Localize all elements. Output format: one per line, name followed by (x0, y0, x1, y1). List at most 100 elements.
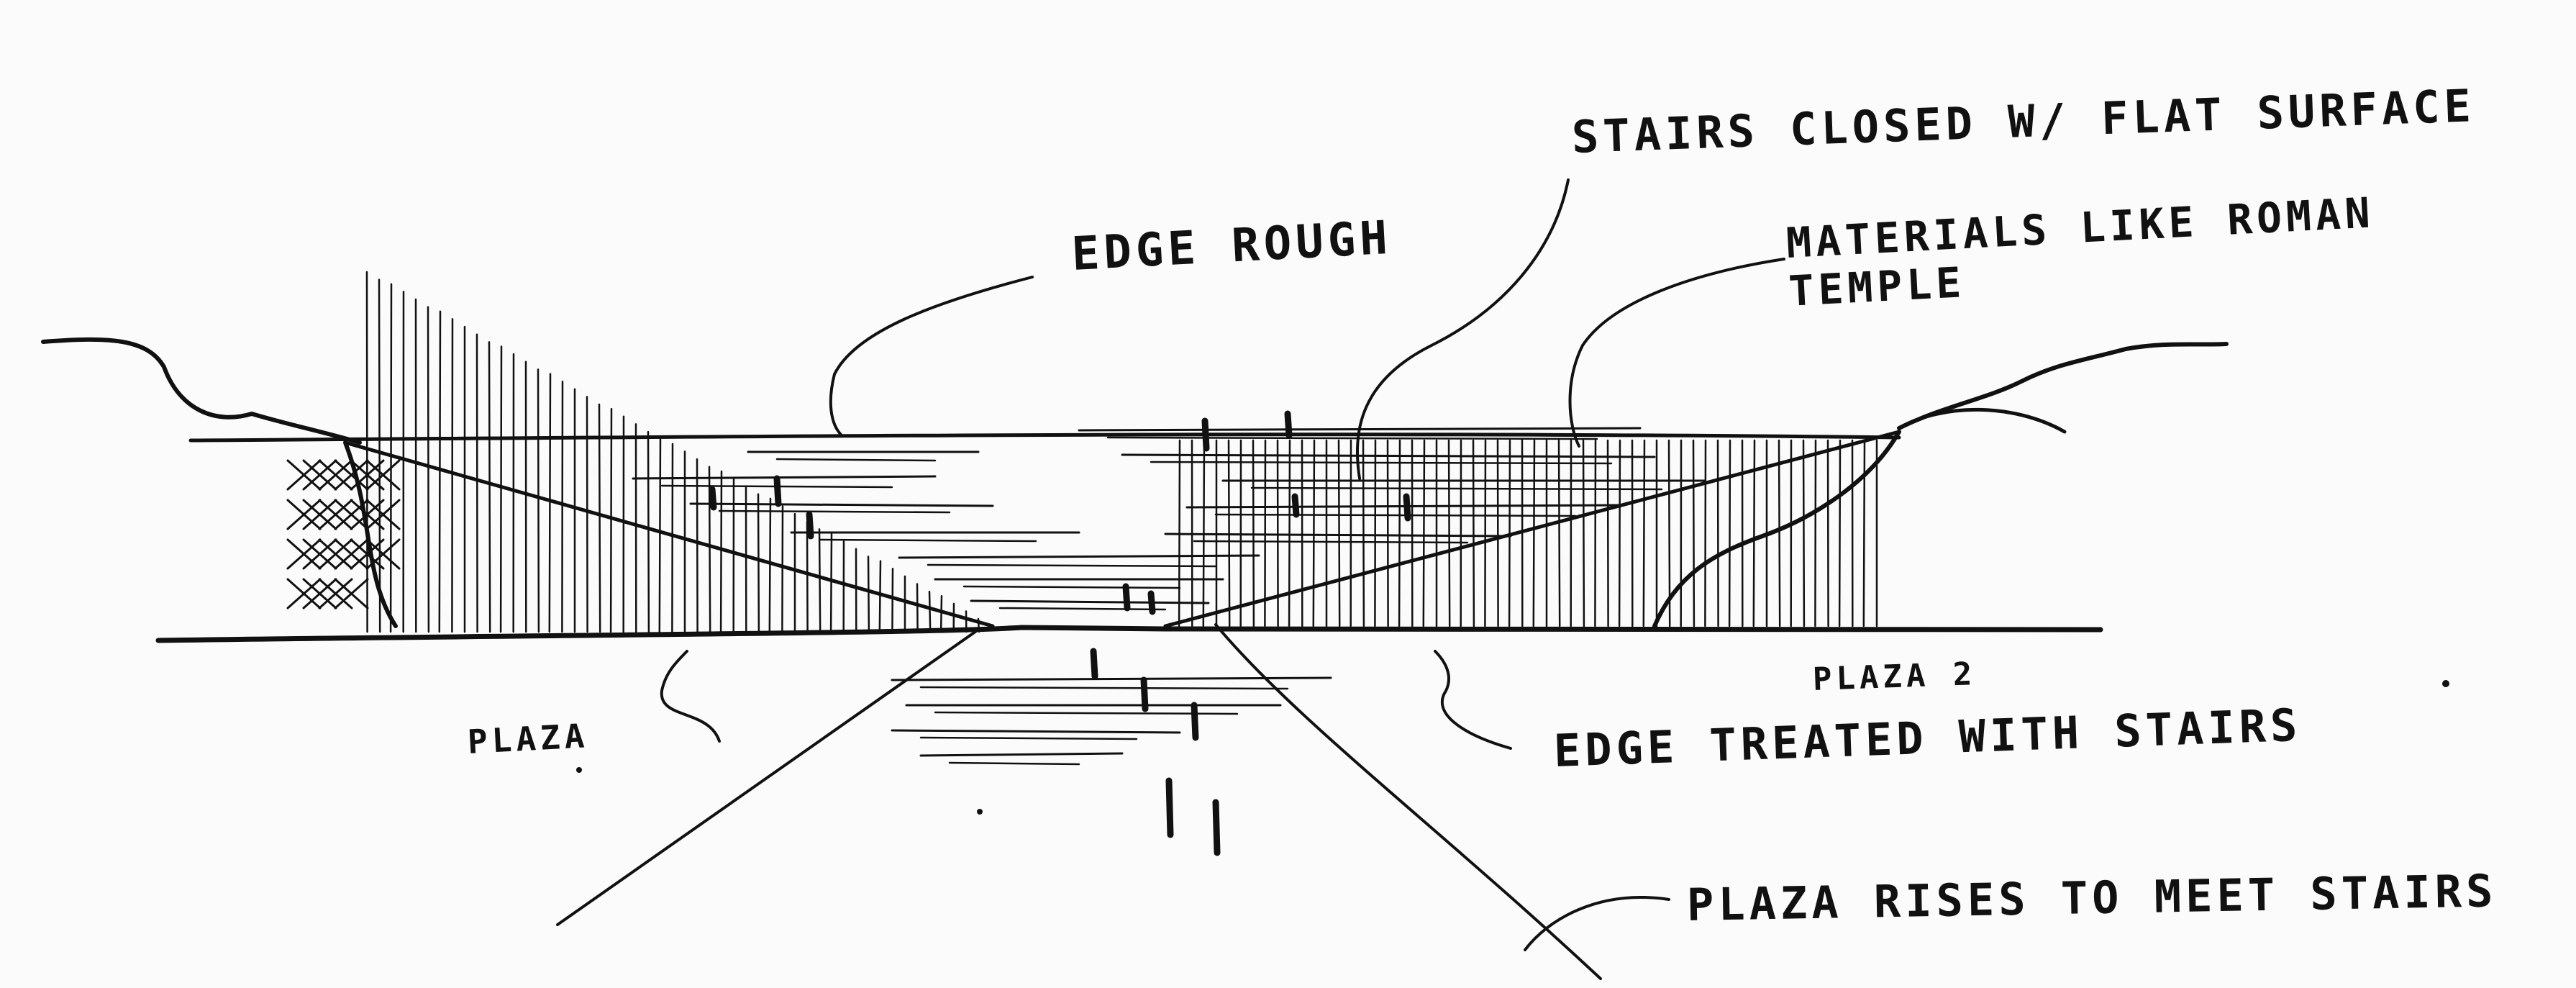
wall-hatch-stroke (1779, 440, 1780, 626)
figure-mark (1216, 802, 1217, 853)
stair-stroke (777, 459, 935, 461)
wall-hatch-stroke (929, 592, 930, 632)
wall-hatch-stroke (1473, 440, 1474, 626)
wall-hatch-stroke (1729, 440, 1730, 626)
wall-hatch-stroke (1828, 440, 1829, 626)
stair-stroke (1187, 505, 1619, 507)
wall-hatch-stroke (1864, 440, 1865, 626)
wall-hatch-stroke (1399, 440, 1400, 626)
leader-edge-treated (1435, 651, 1511, 748)
stair-stroke (1108, 438, 1597, 439)
left-cut-edge (345, 443, 993, 626)
wall-hatch-stroke (831, 534, 832, 632)
wall-hatch-stroke (538, 369, 539, 632)
annotation-plaza-right: PLAZA 2 (1812, 656, 1977, 699)
ink-dot (977, 809, 983, 815)
wall-hatch-stroke (819, 529, 820, 632)
figure-mark (1169, 781, 1170, 835)
wall-hatch-stroke (1815, 440, 1816, 626)
stair-stroke (1122, 455, 1655, 457)
wall-hatch-stroke (489, 342, 490, 632)
wall-hatch-stroke (807, 522, 808, 632)
wall-hatch-stroke (648, 432, 649, 632)
leader-materials (1570, 259, 1785, 446)
wall-hatch-stroke (587, 396, 588, 632)
stair-stroke (899, 556, 1259, 558)
wall-hatch-stroke (1803, 440, 1804, 626)
wall-hatch-stroke (1705, 440, 1706, 626)
figure-mark (1093, 651, 1095, 676)
terrain-right-shoulder (1899, 409, 2065, 432)
figure-mark (1205, 421, 1206, 448)
stair-stroke (921, 738, 1137, 739)
terrain-left-profile (43, 340, 360, 443)
wall-hatch-stroke (1559, 440, 1560, 626)
wall-hatch-stroke (917, 584, 918, 633)
leader-edge-rough (831, 277, 1032, 435)
rough-edge-crosshatching (288, 461, 399, 608)
wall-hatch-stroke (868, 556, 869, 632)
right-cut-edge (1165, 432, 1899, 626)
wall-hatch-stroke (1619, 440, 1620, 626)
right-wall-outline (1655, 432, 1899, 626)
wall-hatch-stroke (1669, 440, 1670, 626)
ink-dot (2442, 680, 2449, 687)
wall-hatch-stroke (1693, 440, 1694, 626)
stair-stroke (1151, 462, 1611, 463)
figure-mark (1151, 594, 1152, 612)
stair-stroke (691, 504, 993, 506)
leader-plaza-rises (1525, 897, 1669, 950)
figure-mark (1288, 414, 1289, 435)
figure-mark (1144, 680, 1145, 709)
wall-hatch-stroke (892, 568, 893, 632)
stair-stroke (928, 565, 1216, 566)
plaza-left-edge (557, 630, 978, 925)
wall-hatch-stroke (941, 596, 942, 632)
wall-hatch-stroke (599, 404, 600, 632)
wall-hatch-stroke (379, 280, 380, 632)
figure-mark (777, 479, 778, 504)
stair-stroke (719, 511, 950, 512)
stair-stroke (921, 687, 1288, 689)
figure-mark (1194, 705, 1196, 738)
figure-mark (809, 515, 811, 536)
ground-line (158, 627, 2101, 640)
figure-mark (1406, 497, 1408, 518)
stair-stroke (964, 586, 1180, 588)
stair-stroke (921, 753, 1122, 756)
wall-hatch-stroke (782, 507, 783, 632)
stair-stroke (950, 763, 1079, 764)
wall-hatch-stroke (1718, 440, 1719, 626)
terrain-right-profile (1899, 344, 2226, 428)
wall-hatch-stroke (562, 381, 563, 632)
wall-hatch-stroke (721, 471, 722, 632)
wall-hatch-stroke (1509, 440, 1510, 626)
ink-dot (576, 767, 582, 773)
edge-rim-line (191, 435, 1899, 440)
figure-mark (1126, 586, 1127, 608)
stair-stroke (1194, 541, 1467, 543)
leader-plaza-left (662, 651, 719, 741)
stair-stroke (1000, 608, 1165, 609)
stair-stroke (892, 730, 1180, 733)
wall-hatch-stroke (477, 335, 478, 632)
wall-hatch-stroke (1253, 440, 1254, 626)
figure-mark (1295, 497, 1296, 515)
wall-hatch-stroke (672, 444, 673, 632)
wall-hatch-stroke (1595, 440, 1596, 626)
annotation-plaza-left: PLAZA (467, 717, 590, 761)
wall-hatch-stroke (1583, 440, 1584, 626)
wall-hatch-stroke (1289, 440, 1290, 626)
stair-stroke (971, 601, 1209, 603)
wall-hatch-stroke (1363, 440, 1364, 626)
stair-stroke (820, 540, 1036, 541)
stair-stroke (633, 476, 935, 479)
wall-hatch-stroke (428, 307, 429, 632)
wall-hatch-stroke (1839, 440, 1840, 626)
wall-hatch-stroke (367, 272, 368, 632)
figure-mark (712, 489, 714, 507)
wall-hatch-stroke (758, 494, 759, 632)
stair-strokes (633, 428, 1705, 764)
